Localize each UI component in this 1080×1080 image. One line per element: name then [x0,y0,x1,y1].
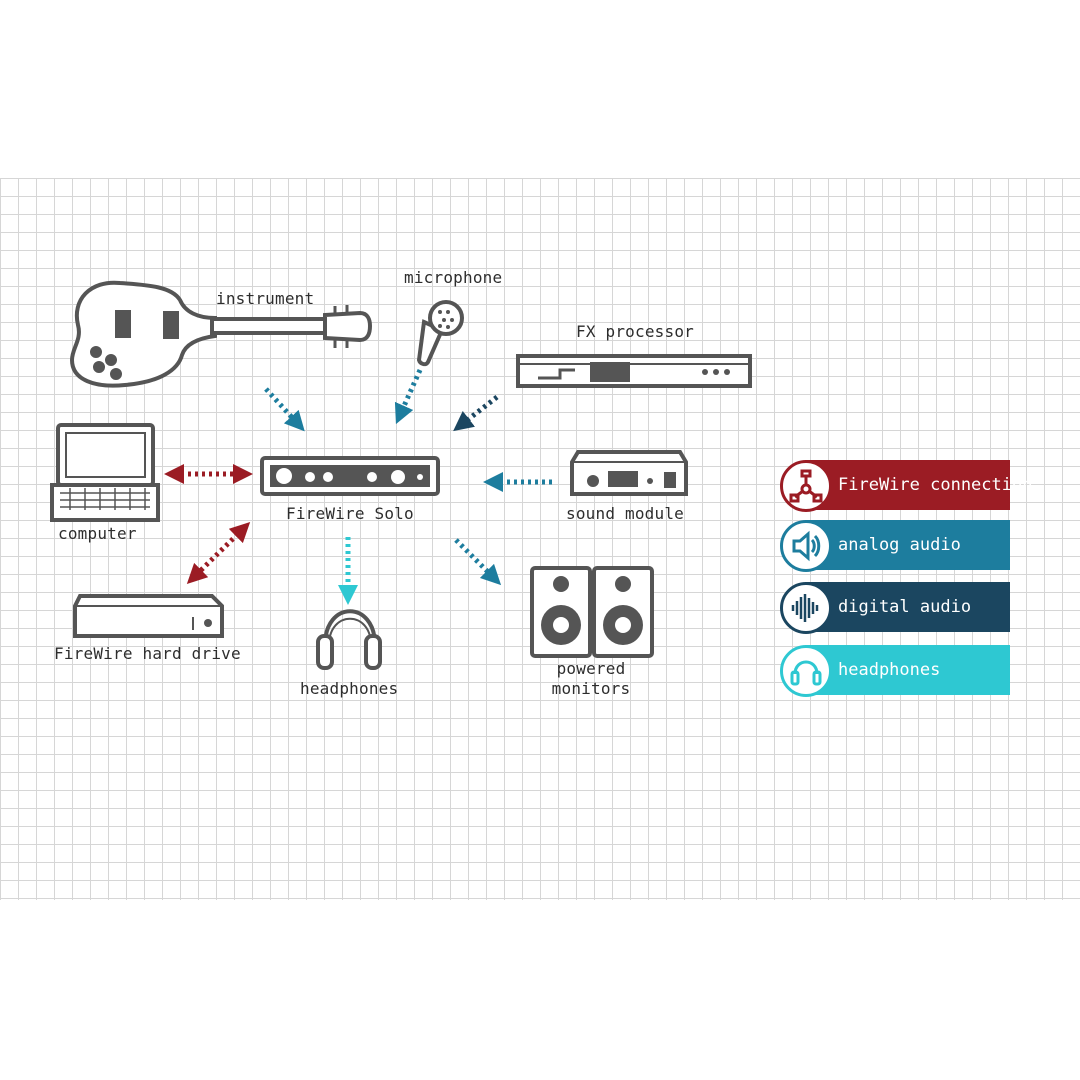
legend-label: headphones [838,660,941,680]
hard-drive-label: FireWire hard drive [54,644,241,663]
waveform-icon [780,582,832,634]
instrument-label: instrument [216,289,315,308]
monitors-arrow [454,538,502,586]
computer-label: computer [58,524,137,543]
powered-monitors-icon [530,566,654,658]
legend-label: digital audio [838,597,972,617]
legend-label: analog audio [838,535,961,555]
legend-bar [805,582,1010,632]
legend-label: FireWire connection [838,475,1033,495]
legend-bar [805,645,1010,695]
instrument-arrow [264,387,305,432]
fx-processor-arrow [453,395,499,432]
headphones-icon [780,645,832,697]
legend-bar [805,460,1010,510]
legend-bar [805,520,1010,570]
laptop-icon [50,423,160,522]
guitar-icon [69,280,373,388]
hard-drive-icon [73,594,224,638]
firewire-solo-icon [260,456,440,496]
sound-module-label: sound module [566,504,684,523]
microphone-icon [416,300,464,367]
hard-drive-firewire-arrow [186,522,251,584]
firewire-solo-label: FireWire Solo [286,504,414,523]
fx-processor-icon [516,354,752,388]
speaker-icon [780,520,832,572]
fx-processor-label: FX processor [576,322,694,341]
legend-item-headphones: headphones [780,645,1010,697]
legend-item-digital: digital audio [780,582,1010,634]
sound-module-icon [570,450,688,496]
powered-monitors-label-line2: monitors [551,679,631,698]
firewire-icon [780,460,832,512]
headphones-label: headphones [300,679,399,698]
microphone-label: microphone [404,268,503,287]
headphones-icon [316,609,382,670]
microphone-arrow [394,368,423,425]
legend-item-firewire: FireWire connection [780,460,1032,512]
legend-item-analog: analog audio [780,520,1010,572]
powered-monitors-label-line1: powered [556,659,626,678]
